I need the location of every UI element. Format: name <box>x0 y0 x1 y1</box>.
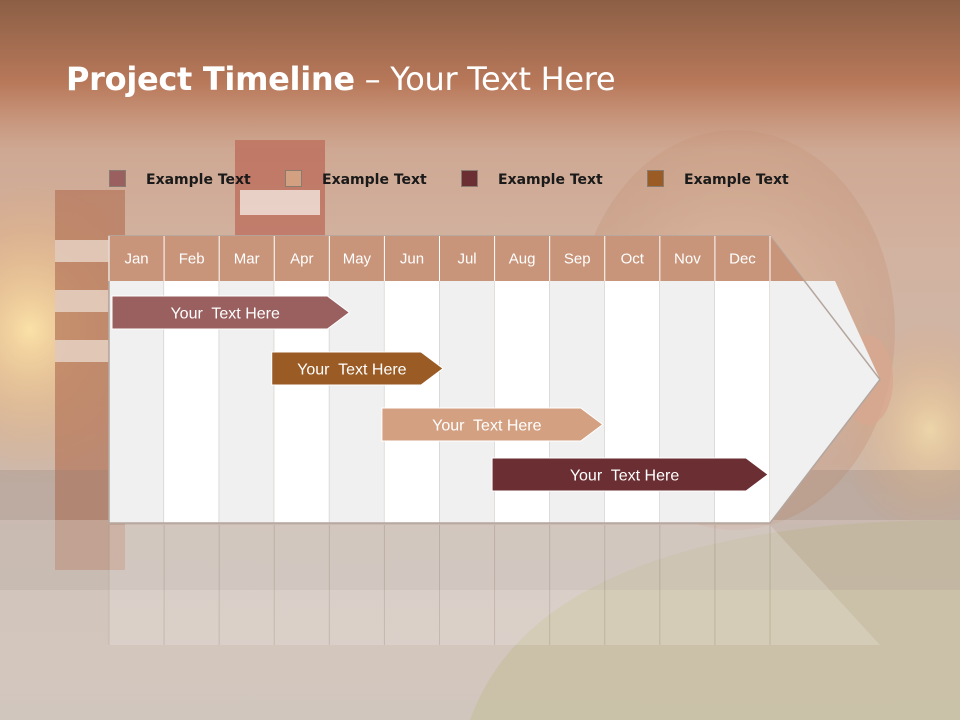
legend-label: Example Text <box>146 172 251 188</box>
month-column <box>329 281 385 523</box>
month-header: Jan Feb Mar Apr May Jun Jul Aug Sep Oct Nov Dec <box>108 236 805 281</box>
task-arrow[interactable] <box>381 407 604 442</box>
task-label: Your Text Here <box>570 468 680 485</box>
month-label: Apr <box>290 251 313 268</box>
month-label: Oct <box>621 251 645 268</box>
month-label: Jun <box>400 251 424 268</box>
legend-label: Example Text <box>498 172 603 188</box>
title-rest: – Your Text Here <box>354 60 616 98</box>
month-label: Dec <box>729 251 756 268</box>
month-header-band <box>109 236 805 281</box>
task-label: Your Text Here <box>432 418 542 435</box>
task-bar-4[interactable]: Your Text Here <box>491 457 769 492</box>
task-label: Your Text Here <box>297 362 407 379</box>
month-label: Jan <box>124 251 148 268</box>
month-label: Aug <box>509 251 536 268</box>
legend-label: Example Text <box>684 172 789 188</box>
legend-label: Example Text <box>322 172 427 188</box>
reflection-shape <box>109 525 880 645</box>
legend-swatch <box>285 170 302 187</box>
month-column <box>384 281 440 523</box>
month-label: Jul <box>457 251 476 268</box>
legend-swatch <box>109 170 126 187</box>
month-label: Sep <box>564 251 591 268</box>
task-bar-2[interactable]: Your Text Here <box>271 351 444 386</box>
task-bar-1[interactable]: Your Text Here <box>111 295 351 330</box>
month-label: Feb <box>179 251 205 268</box>
month-column <box>439 281 495 523</box>
task-label: Your Text Here <box>170 306 280 323</box>
month-label: May <box>343 251 372 268</box>
arrow-head-fill <box>770 281 880 523</box>
month-label: Nov <box>674 251 701 268</box>
legend-swatch <box>647 170 664 187</box>
task-arrow[interactable] <box>271 351 444 386</box>
slide-title: Project Timeline – Your Text Here <box>66 60 616 98</box>
title-bold: Project Timeline <box>66 60 355 98</box>
legend-swatch <box>461 170 478 187</box>
task-arrow[interactable] <box>111 295 351 330</box>
month-label: Mar <box>234 251 260 268</box>
task-arrow[interactable] <box>491 457 769 492</box>
task-bar-3[interactable]: Your Text Here <box>381 407 604 442</box>
timeline-reflection <box>108 525 880 645</box>
